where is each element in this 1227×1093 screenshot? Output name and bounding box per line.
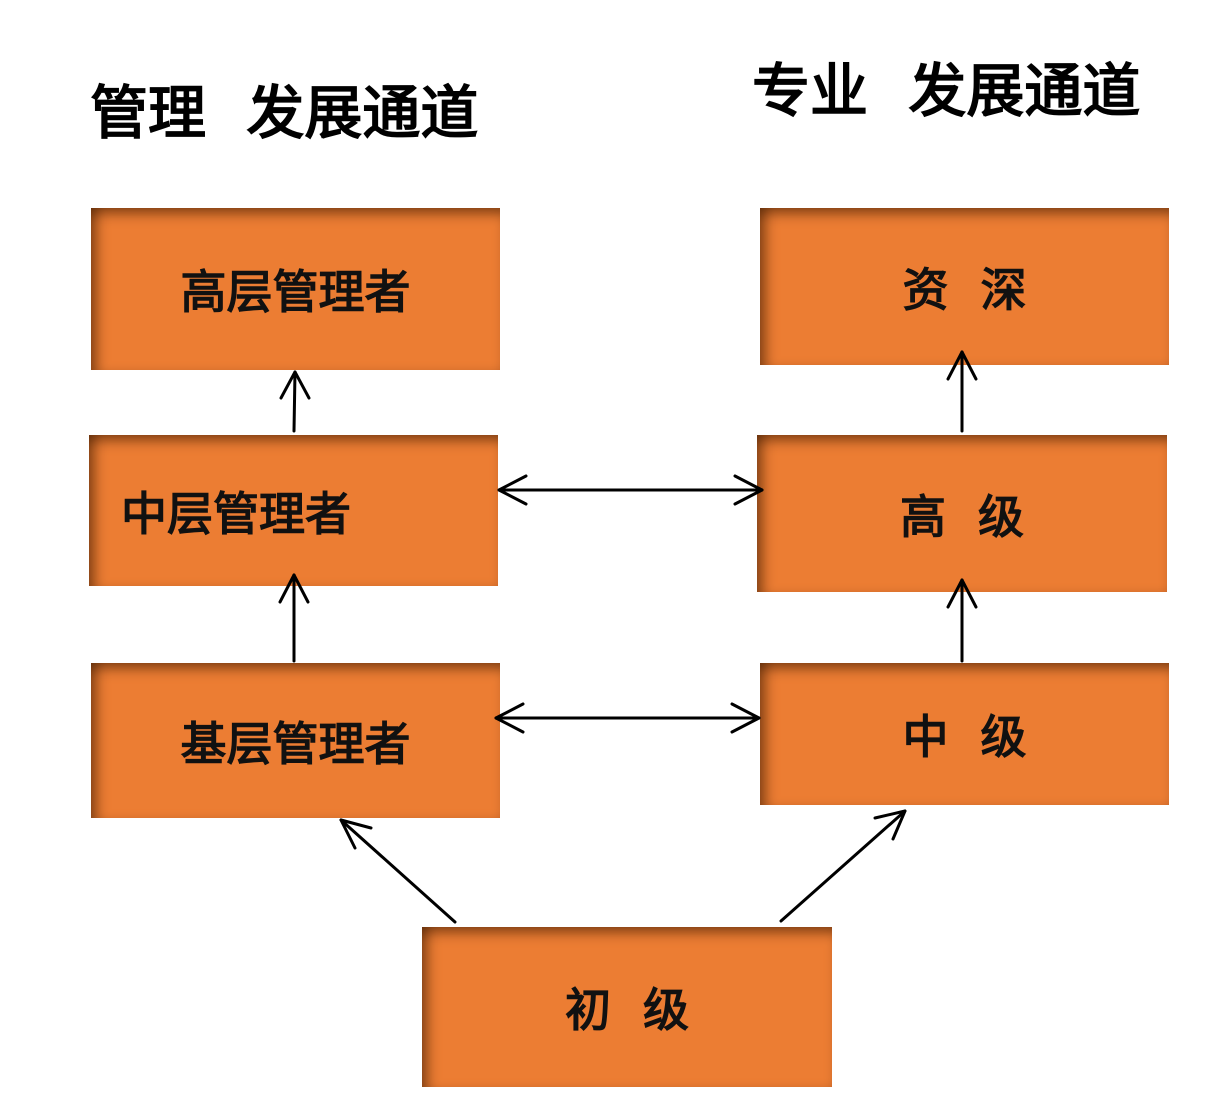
professional-track-heading: 专业 发展通道 (752, 57, 1141, 125)
middle-manager-label: 中层管理者 (121, 486, 351, 541)
base-manager-box: 基层管理者 (91, 663, 500, 818)
arrow-entry-to-base-manager (339, 818, 457, 924)
senior-level-box: 高 级 (757, 435, 1167, 592)
arrow-base-manager-intermediate (494, 702, 761, 734)
management-track-heading: 管理 发展通道 (90, 79, 479, 147)
senior-manager-box: 高层管理者 (91, 208, 500, 370)
senior-manager-label: 高层管理者 (180, 265, 411, 319)
senior-level-label: 高 级 (899, 489, 1025, 544)
arrow-base-to-middle-manager (278, 573, 310, 663)
base-manager-label: 基层管理者 (180, 716, 411, 771)
entry-level-label: 初 级 (564, 983, 690, 1037)
entry-level-box: 初 级 (422, 927, 832, 1087)
arrow-senior-to-expert (946, 350, 978, 433)
arrow-intermediate-to-senior (946, 578, 978, 663)
expert-level-label: 资 深 (902, 262, 1027, 317)
intermediate-level-label: 中 级 (902, 710, 1027, 764)
arrow-middle-manager-senior-level (497, 474, 764, 506)
arrow-middle-to-senior-manager (279, 370, 311, 433)
middle-manager-box: 中层管理者 (89, 435, 498, 586)
expert-level-box: 资 深 (760, 208, 1169, 365)
arrow-entry-to-intermediate (779, 809, 907, 923)
intermediate-level-box: 中 级 (760, 663, 1169, 805)
